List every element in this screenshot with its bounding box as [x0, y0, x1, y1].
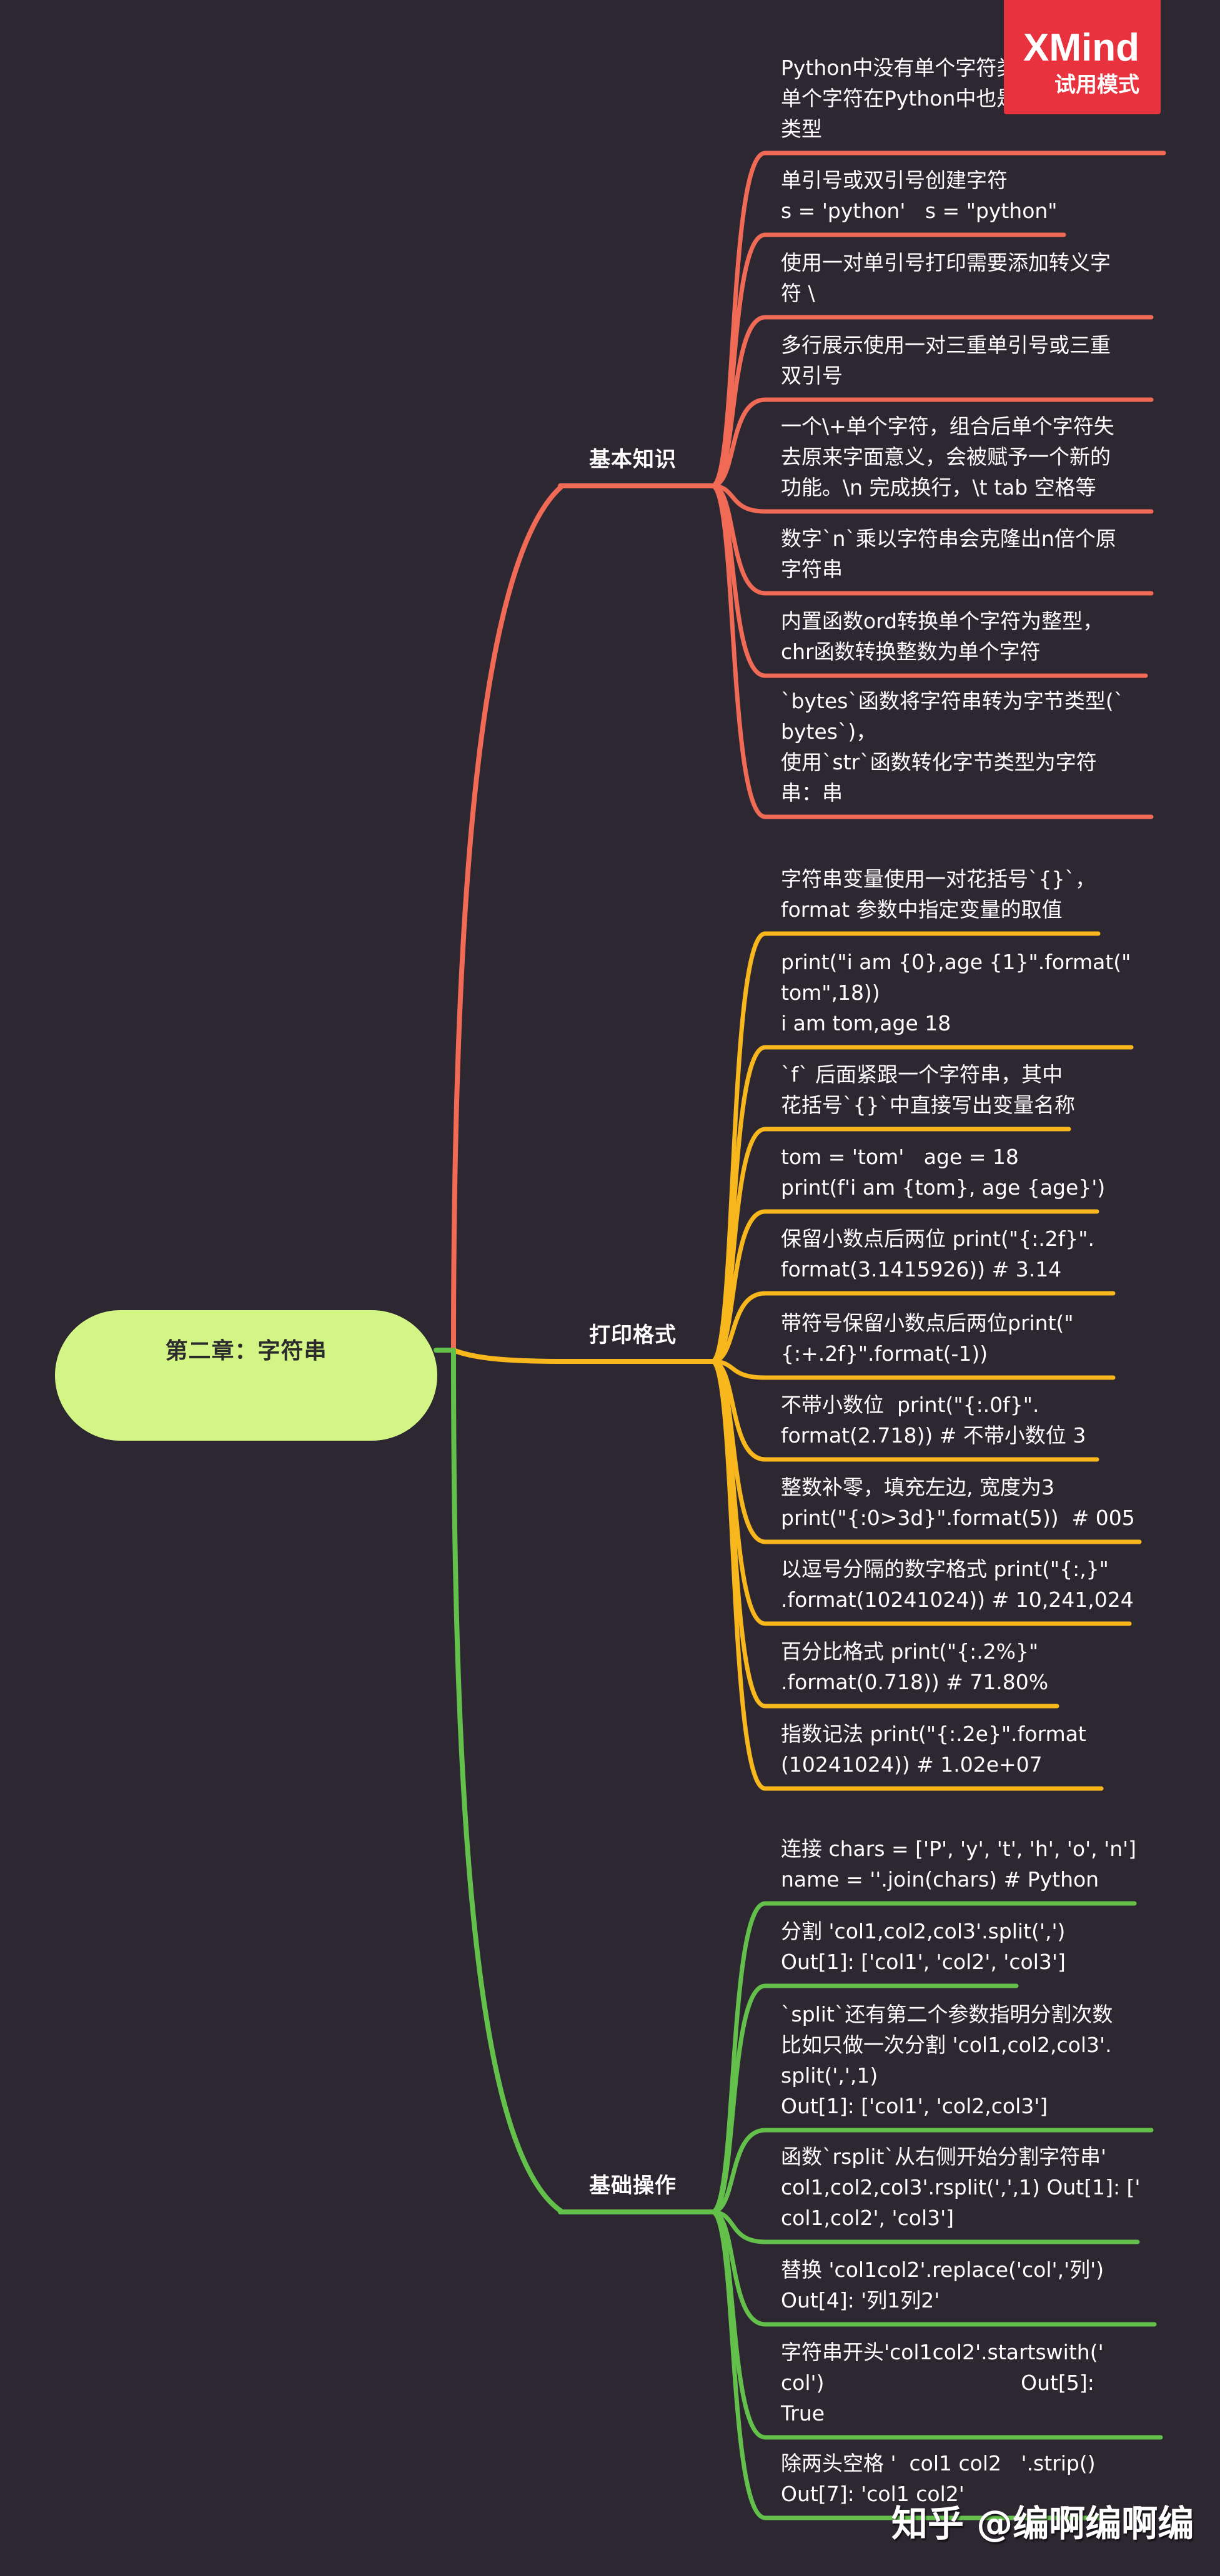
subtopic[interactable]: 除两头空格 ' col1 col2 '.strip() Out[7]: 'col1…: [781, 2448, 1156, 2509]
root-topic-label: 第二章：字符串: [165, 1338, 327, 1364]
root-topic[interactable]: 第二章：字符串: [55, 1310, 437, 1441]
subtopic[interactable]: `split`还有第二个参数指明分割次数比如只做一次分割 'col1,col2,…: [781, 1999, 1156, 2121]
subtopic[interactable]: 整数补零，填充左边, 宽度为3 print("{:0>3d}".format(5)…: [781, 1472, 1156, 1533]
subtopic-text-line: 保留小数点后两位 print("{:.2f}".: [781, 1226, 1094, 1251]
subtopic[interactable]: 使用一对单引号打印需要添加转义字符 \: [781, 247, 1156, 308]
subtopic[interactable]: 字符串变量使用一对花括号`{}`， format 参数中指定变量的取值: [781, 864, 1156, 925]
subtopic-text-line: tom = 'tom' age = 18: [781, 1145, 1019, 1169]
subtopic-text-line: print(f'i am {tom}, age {age}'): [781, 1175, 1106, 1200]
subtopic-text-line: s = 'python' s = "python": [781, 199, 1058, 223]
subtopic-text-line: `split`还有第二个参数指明分割次数: [781, 2002, 1113, 2026]
subtopic[interactable]: `bytes`函数将字符串转为字节类型(` bytes`)， 使用`str`函数转化…: [781, 686, 1156, 808]
subtopic-text-line: 花括号`{}`中直接写出变量名称: [781, 1093, 1075, 1117]
subtopic-text-line: col1,col2,col3'.rsplit(',',1) Out[1]: [': [781, 2175, 1141, 2199]
subtopic-text-line: 串：串: [781, 781, 843, 805]
subtopic-text-line: 连接 chars = ['P', 'y', 't', 'h', 'o', 'n'…: [781, 1837, 1137, 1861]
branch-trunk-line: [451, 483, 565, 1353]
subtopic-text-line: 不带小数位 print("{:.0f}".: [781, 1393, 1039, 1417]
subtopic-text-line: bytes`)，: [781, 719, 877, 744]
subtopic[interactable]: 数字`n`乘以字符串会克隆出n倍个原字符串: [781, 523, 1156, 585]
subtopic-text-line: (10241024)) # 1.02e+07: [781, 1752, 1043, 1777]
subtopic-text-line: 分割 'col1,col2,col3'.split(','): [781, 1919, 1066, 1943]
branch-topic-print-format[interactable]: 打印格式: [589, 1323, 677, 1348]
xmind-logo-text: XMind: [1023, 26, 1139, 69]
subtopic-text-line: 函数`rsplit`从右侧开始分割字符串': [781, 2144, 1107, 2169]
subtopic-text-line: 单引号或双引号创建字符: [781, 168, 1008, 192]
subtopic[interactable]: `f` 后面紧跟一个字符串，其中花括号`{}`中直接写出变量名称: [781, 1059, 1156, 1120]
subtopic-text-line: 类型: [781, 117, 822, 141]
subtopic-text-line: 指数记法 print("{:.2e}".format: [781, 1722, 1086, 1746]
subtopic-text-line: Out[1]: ['col1', 'col2,col3']: [781, 2094, 1048, 2118]
subtopic-text-line: 数字`n`乘以字符串会克隆出n倍个原: [781, 526, 1116, 551]
subtopic[interactable]: 百分比格式 print("{:.2%}" .format(0.718)) # 71…: [781, 1636, 1156, 1697]
subtopic-text-line: 去原来字面意义，会被赋予一个新的: [781, 445, 1111, 469]
subtopic-text-line: `f` 后面紧跟一个字符串，其中: [781, 1062, 1063, 1087]
subtopic-text-line: 双引号: [781, 363, 843, 388]
subtopic[interactable]: 保留小数点后两位 print("{:.2f}". format(3.1415926…: [781, 1223, 1156, 1285]
subtopic[interactable]: 指数记法 print("{:.2e}".format (10241024)) # …: [781, 1719, 1156, 1780]
subtopic[interactable]: 一个\+单个字符，组合后单个字符失去原来字面意义，会被赋予一个新的功能。\n 完…: [781, 411, 1156, 503]
subtopic-text-line: format 参数中指定变量的取值: [781, 897, 1063, 922]
subtopic-text-line: 整数补零，填充左边, 宽度为3: [781, 1475, 1054, 1499]
subtopic-text-line: i am tom,age 18: [781, 1011, 951, 1035]
subtopic-text-line: 百分比格式 print("{:.2%}": [781, 1639, 1039, 1664]
subtopic-text-line: name = ''.join(chars) # Python: [781, 1867, 1099, 1892]
subtopic-text-line: 比如只做一次分割 'col1,col2,col3'.: [781, 2033, 1112, 2057]
subtopic-text-line: 使用`str`函数转化字节类型为字符: [781, 750, 1097, 774]
subtopic-text-line: Out[4]: '列1列2': [781, 2288, 940, 2312]
subtopic-text-line: 内置函数ord转换单个字符为整型，: [781, 609, 1104, 633]
branch-trunk-line: [451, 1348, 565, 2214]
xmind-trial-badge: XMind 试用模式: [1004, 0, 1161, 114]
subtopic[interactable]: 不带小数位 print("{:.0f}". format(2.718)) # 不带…: [781, 1389, 1156, 1451]
subtopic-text-line: col1,col2', 'col3']: [781, 2206, 955, 2230]
subtopic-text-line: chr函数转换整数为单个字符: [781, 639, 1041, 664]
subtopic[interactable]: 替换 'col1col2'.replace('col','列') Out[4]: …: [781, 2254, 1156, 2316]
subtopic[interactable]: 多行展示使用一对三重单引号或三重双引号: [781, 330, 1156, 391]
zhihu-watermark: 知乎 @编啊编啊编: [891, 2502, 1194, 2545]
subtopic[interactable]: 带符号保留小数点后两位print(" {:+.2f}".format(-1)): [781, 1308, 1156, 1369]
trial-mode-label: 试用模式: [1054, 72, 1139, 97]
subtopic-text-line: 替换 'col1col2'.replace('col','列'): [781, 2258, 1104, 2282]
branch-topic-basics[interactable]: 基本知识: [589, 447, 677, 472]
subtopic[interactable]: print("i am {0},age {1}".format(" tom",18…: [781, 947, 1156, 1039]
branch-trunk-line: [451, 1348, 565, 1364]
subtopic-text-line: True: [781, 2401, 825, 2425]
subtopic-text-line: format(3.1415926)) # 3.14: [781, 1257, 1062, 1281]
subtopic-text-line: Out[7]: 'col1 col2': [781, 2482, 965, 2506]
subtopic-text-line: tom",18)): [781, 980, 880, 1005]
subtopic[interactable]: 分割 'col1,col2,col3'.split(',') Out[1]: ['…: [781, 1916, 1156, 1977]
subtopic-text-line: print("i am {0},age {1}".format(": [781, 950, 1131, 974]
subtopic-text-line: `bytes`函数将字符串转为字节类型(`: [781, 689, 1124, 713]
subtopic-text-line: 除两头空格 ' col1 col2 '.strip(): [781, 2451, 1096, 2475]
subtopic-text-line: 字符串开头'col1col2'.startswith(': [781, 2340, 1104, 2364]
subtopic-text-line: 一个\+单个字符，组合后单个字符失: [781, 414, 1114, 438]
subtopic-text-line: 以逗号分隔的数字格式 print("{:,}": [781, 1557, 1109, 1581]
subtopic[interactable]: 单引号或双引号创建字符 s = 'python' s = "python": [781, 165, 1156, 226]
subtopic-text-line: print("{:0>3d}".format(5)) # 005: [781, 1506, 1135, 1530]
subtopic-text-line: 字符串: [781, 557, 843, 581]
subtopic-text-line: Out[1]: ['col1', 'col2', 'col3']: [781, 1950, 1066, 1974]
subtopic-text-line: 使用一对单引号打印需要添加转义字: [781, 250, 1111, 275]
subtopic-text-line: 多行展示使用一对三重单引号或三重: [781, 333, 1111, 357]
subtopic-text-line: 带符号保留小数点后两位print(": [781, 1311, 1074, 1335]
subtopic-text-line: .format(0.718)) # 71.80%: [781, 1670, 1049, 1694]
subtopic[interactable]: 内置函数ord转换单个字符为整型， chr函数转换整数为单个字符: [781, 606, 1156, 667]
subtopic-text-line: 字符串变量使用一对花括号`{}`，: [781, 867, 1096, 891]
subtopic[interactable]: 字符串开头'col1col2'.startswith(' col') Out[5]…: [781, 2337, 1156, 2429]
subtopic-text-line: 功能。\n 完成换行，\t tab 空格等: [781, 475, 1096, 500]
subtopic-text-line: split(',',1): [781, 2063, 878, 2088]
subtopic-text-line: {:+.2f}".format(-1)): [781, 1341, 988, 1366]
subtopic[interactable]: tom = 'tom' age = 18 print(f'i am {tom}, …: [781, 1142, 1156, 1203]
subtopic-text-line: format(2.718)) # 不带小数位 3: [781, 1423, 1086, 1448]
subtopic[interactable]: 以逗号分隔的数字格式 print("{:,}" .format(10241024)…: [781, 1554, 1156, 1615]
subtopic[interactable]: 连接 chars = ['P', 'y', 't', 'h', 'o', 'n'…: [781, 1833, 1156, 1895]
subtopic-text-line: 符 \: [781, 281, 815, 305]
subtopic-text-line: .format(10241024)) # 10,241,024: [781, 1587, 1134, 1612]
branch-topic-basic-operations[interactable]: 基础操作: [589, 2173, 677, 2198]
subtopic[interactable]: 函数`rsplit`从右侧开始分割字符串' col1,col2,col3'.rsp…: [781, 2141, 1156, 2233]
subtopic-text-line: col') Out[5]:: [781, 2371, 1094, 2395]
